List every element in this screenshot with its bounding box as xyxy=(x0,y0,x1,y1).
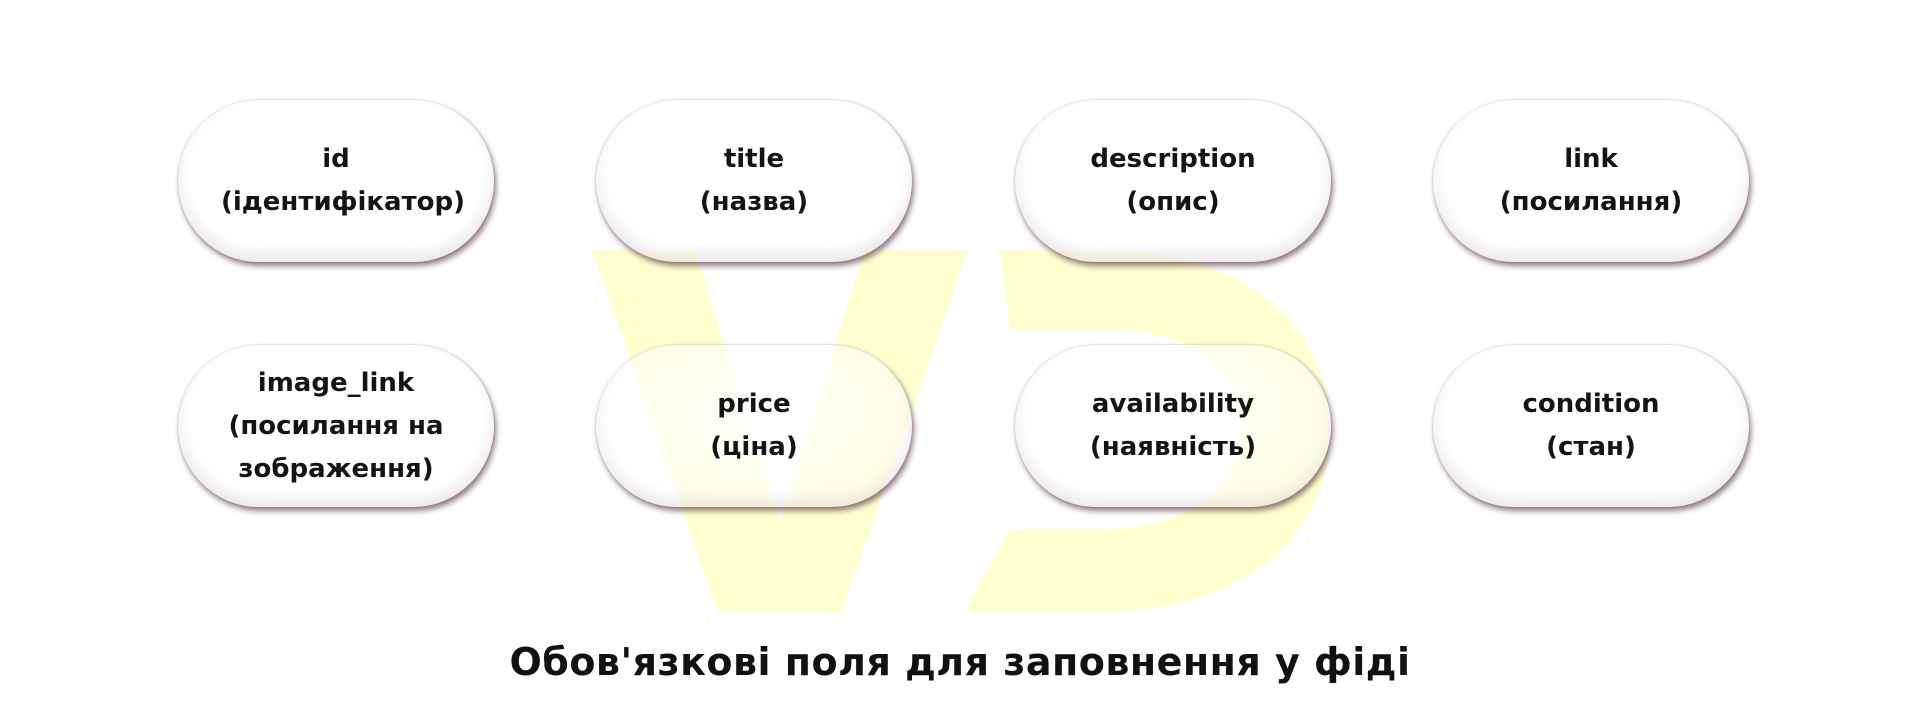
field-description: (посилання на зображення) xyxy=(228,410,444,484)
field-pill-link: link (посилання) xyxy=(1433,100,1749,262)
field-description: (назва) xyxy=(699,187,809,217)
field-name: description xyxy=(1090,144,1256,174)
field-pill-image-link: image_link (посилання на зображення) xyxy=(178,345,494,507)
diagram-caption: Обов'язкові поля для заповнення у фіді xyxy=(509,640,1411,684)
field-description: (ідентифікатор) xyxy=(221,187,466,217)
field-pill-availability: availability (наявність) xyxy=(1015,345,1331,507)
field-description: (опис) xyxy=(1126,187,1220,217)
field-description: (посилання) xyxy=(1499,187,1683,217)
field-name: condition xyxy=(1522,389,1660,419)
field-name: image_link xyxy=(257,367,415,398)
field-name: id xyxy=(322,144,350,174)
field-name: availability xyxy=(1091,389,1255,419)
field-description: (ціна) xyxy=(710,432,798,462)
field-name: title xyxy=(723,144,785,174)
field-pill-description: description (опис) xyxy=(1015,100,1331,262)
field-pill-title: title (назва) xyxy=(596,100,912,262)
field-description: (наявність) xyxy=(1089,432,1257,462)
field-name: link xyxy=(1564,144,1618,174)
field-description: (стан) xyxy=(1546,432,1636,462)
field-pill-price: price (ціна) xyxy=(596,345,912,507)
field-name: price xyxy=(717,389,791,419)
field-pill-id: id (ідентифікатор) xyxy=(178,100,494,262)
field-pill-condition: condition (стан) xyxy=(1433,345,1749,507)
